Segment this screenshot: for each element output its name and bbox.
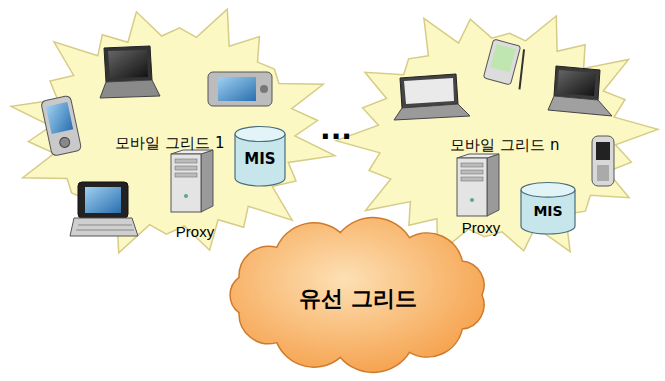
pda-icon [41,95,82,156]
phone-icon [592,136,614,186]
laptop-icon [100,46,160,98]
pda-icon [483,39,531,89]
database-label: MIS [244,150,275,168]
media-player-icon [208,72,272,106]
mis-database: MIS [234,126,286,186]
mis-database: MIS [520,182,576,234]
grid-name: 모바일 그리드 n [450,136,559,155]
laptop-icon [394,74,470,120]
wired-grid-cloud: 유선 그리드 [212,212,504,378]
proxy-server: Proxy [158,150,224,242]
grid-name: 유선 그리드 [299,284,417,314]
umpc-icon [70,182,138,236]
grid-name: 모바일 그리드 1 [115,134,224,153]
server-label: Proxy [462,219,500,236]
laptop-icon [548,66,612,116]
server-label: Proxy [176,223,214,240]
ellipsis-mark: ··· [320,120,352,153]
database-label: MIS [533,203,562,219]
proxy-server: Proxy [444,154,510,238]
